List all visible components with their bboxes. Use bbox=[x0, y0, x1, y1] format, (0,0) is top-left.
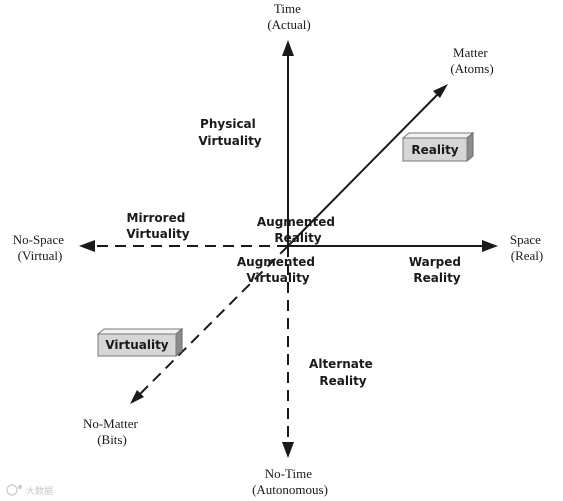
virtuality-box-side-face bbox=[175, 327, 183, 358]
virtuality-box-label: Virtuality bbox=[105, 338, 168, 352]
matter-axis-label-line2: (Atoms) bbox=[450, 61, 493, 76]
augmented-reality-label: Augmented Reality bbox=[257, 215, 339, 245]
warped-reality-label: Warped Reality bbox=[409, 255, 465, 285]
reality-box-top-face bbox=[401, 132, 475, 139]
arrow-down-icon bbox=[282, 442, 294, 458]
space-axis-label: Space (Real) bbox=[510, 232, 544, 263]
augmented-virtuality-label-line2: Virtuality bbox=[246, 271, 309, 285]
no-matter-axis-label-line1: No-Matter bbox=[83, 416, 139, 431]
arrow-lower-left-icon bbox=[130, 390, 144, 404]
no-matter-axis-label-line2: (Bits) bbox=[97, 432, 127, 447]
augmented-virtuality-label: Augmented Virtuality bbox=[237, 255, 319, 285]
arrow-up-icon bbox=[282, 40, 294, 56]
augmented-virtuality-label-line1: Augmented bbox=[237, 255, 315, 269]
arrow-right-icon bbox=[482, 240, 498, 252]
alternate-reality-label-line1: Alternate bbox=[309, 357, 373, 371]
arrow-upper-right-icon bbox=[433, 84, 448, 98]
watermark-logo-dot-icon bbox=[18, 485, 22, 489]
warped-reality-label-line2: Reality bbox=[413, 271, 460, 285]
augmented-reality-label-line2: Reality bbox=[274, 231, 321, 245]
no-space-axis-label: No-Space (Virtual) bbox=[13, 232, 68, 263]
reality-box-front-face bbox=[402, 137, 468, 162]
reality-box: Reality bbox=[401, 131, 475, 163]
physical-virtuality-label-line2: Virtuality bbox=[198, 134, 261, 148]
matter-axis-label-line1: Matter bbox=[453, 45, 488, 60]
mirrored-virtuality-label: Mirrored Virtuality bbox=[126, 211, 189, 241]
space-axis-label-line2: (Real) bbox=[511, 248, 543, 263]
augmented-reality-label-line1: Augmented bbox=[257, 215, 335, 229]
watermark-text: 大数据 bbox=[26, 485, 53, 497]
no-matter-axis-label: No-Matter (Bits) bbox=[83, 416, 141, 447]
no-space-axis-label-line1: No-Space bbox=[13, 232, 64, 247]
no-time-axis-label-line2: (Autonomous) bbox=[252, 482, 328, 497]
time-axis-label-line1: Time bbox=[274, 1, 301, 16]
watermark-logo-icon bbox=[6, 484, 18, 496]
watermark: 大数据 bbox=[6, 484, 53, 497]
virtuality-box: Virtuality bbox=[96, 327, 184, 358]
matter-axis-label: Matter (Atoms) bbox=[450, 45, 493, 76]
alternate-reality-label-line2: Reality bbox=[319, 374, 366, 388]
arrowheads bbox=[79, 40, 498, 458]
time-axis-label: Time (Actual) bbox=[267, 1, 310, 32]
reality-box-label: Reality bbox=[411, 143, 458, 157]
space-axis-label-line1: Space bbox=[510, 232, 541, 247]
warped-reality-label-line1: Warped bbox=[409, 255, 461, 269]
time-axis-label-line2: (Actual) bbox=[267, 17, 310, 32]
physical-virtuality-label: Physical Virtuality bbox=[198, 117, 261, 148]
no-time-axis-label: No-Time (Autonomous) bbox=[252, 466, 328, 497]
mirrored-virtuality-label-line1: Mirrored bbox=[127, 211, 186, 225]
reality-box-side-face bbox=[466, 131, 474, 163]
physical-virtuality-label-line1: Physical bbox=[200, 117, 256, 131]
axes bbox=[92, 54, 486, 445]
no-time-axis-label-line1: No-Time bbox=[265, 466, 312, 481]
mirrored-virtuality-label-line2: Virtuality bbox=[126, 227, 189, 241]
virtuality-box-front-face bbox=[97, 333, 177, 357]
matter-axis-line bbox=[287, 91, 441, 247]
virtuality-box-top-face bbox=[96, 328, 184, 335]
arrow-left-icon bbox=[79, 240, 95, 252]
no-space-axis-label-line2: (Virtual) bbox=[18, 248, 63, 263]
alternate-reality-label: Alternate Reality bbox=[309, 357, 377, 388]
